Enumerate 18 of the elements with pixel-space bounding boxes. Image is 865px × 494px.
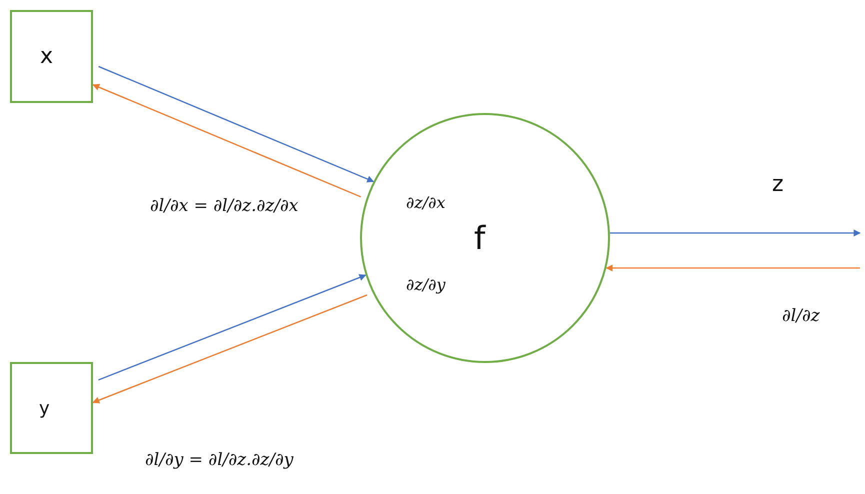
output-label: z — [772, 172, 784, 197]
arrow — [92, 84, 361, 198]
partial-derivative: ∂z/∂x — [406, 193, 446, 212]
arrow — [98, 66, 374, 182]
function-circle — [360, 113, 610, 363]
variable-label: y — [39, 398, 50, 419]
chain-rule-formula: ∂l/∂x = ∂l/∂z.∂z/∂x — [150, 196, 298, 216]
input-box — [10, 10, 93, 103]
chain-rule-formula: ∂l/∂z — [782, 306, 820, 326]
arrow — [98, 274, 366, 381]
variable-label: x — [40, 44, 54, 69]
arrow — [606, 264, 860, 272]
partial-derivative: ∂z/∂y — [406, 275, 446, 294]
chain-rule-formula: ∂l/∂y = ∂l/∂z.∂z/∂y — [145, 450, 294, 470]
arrow — [92, 294, 368, 404]
variable-label: f — [474, 219, 486, 257]
arrow — [610, 230, 861, 236]
input-box — [10, 362, 93, 454]
